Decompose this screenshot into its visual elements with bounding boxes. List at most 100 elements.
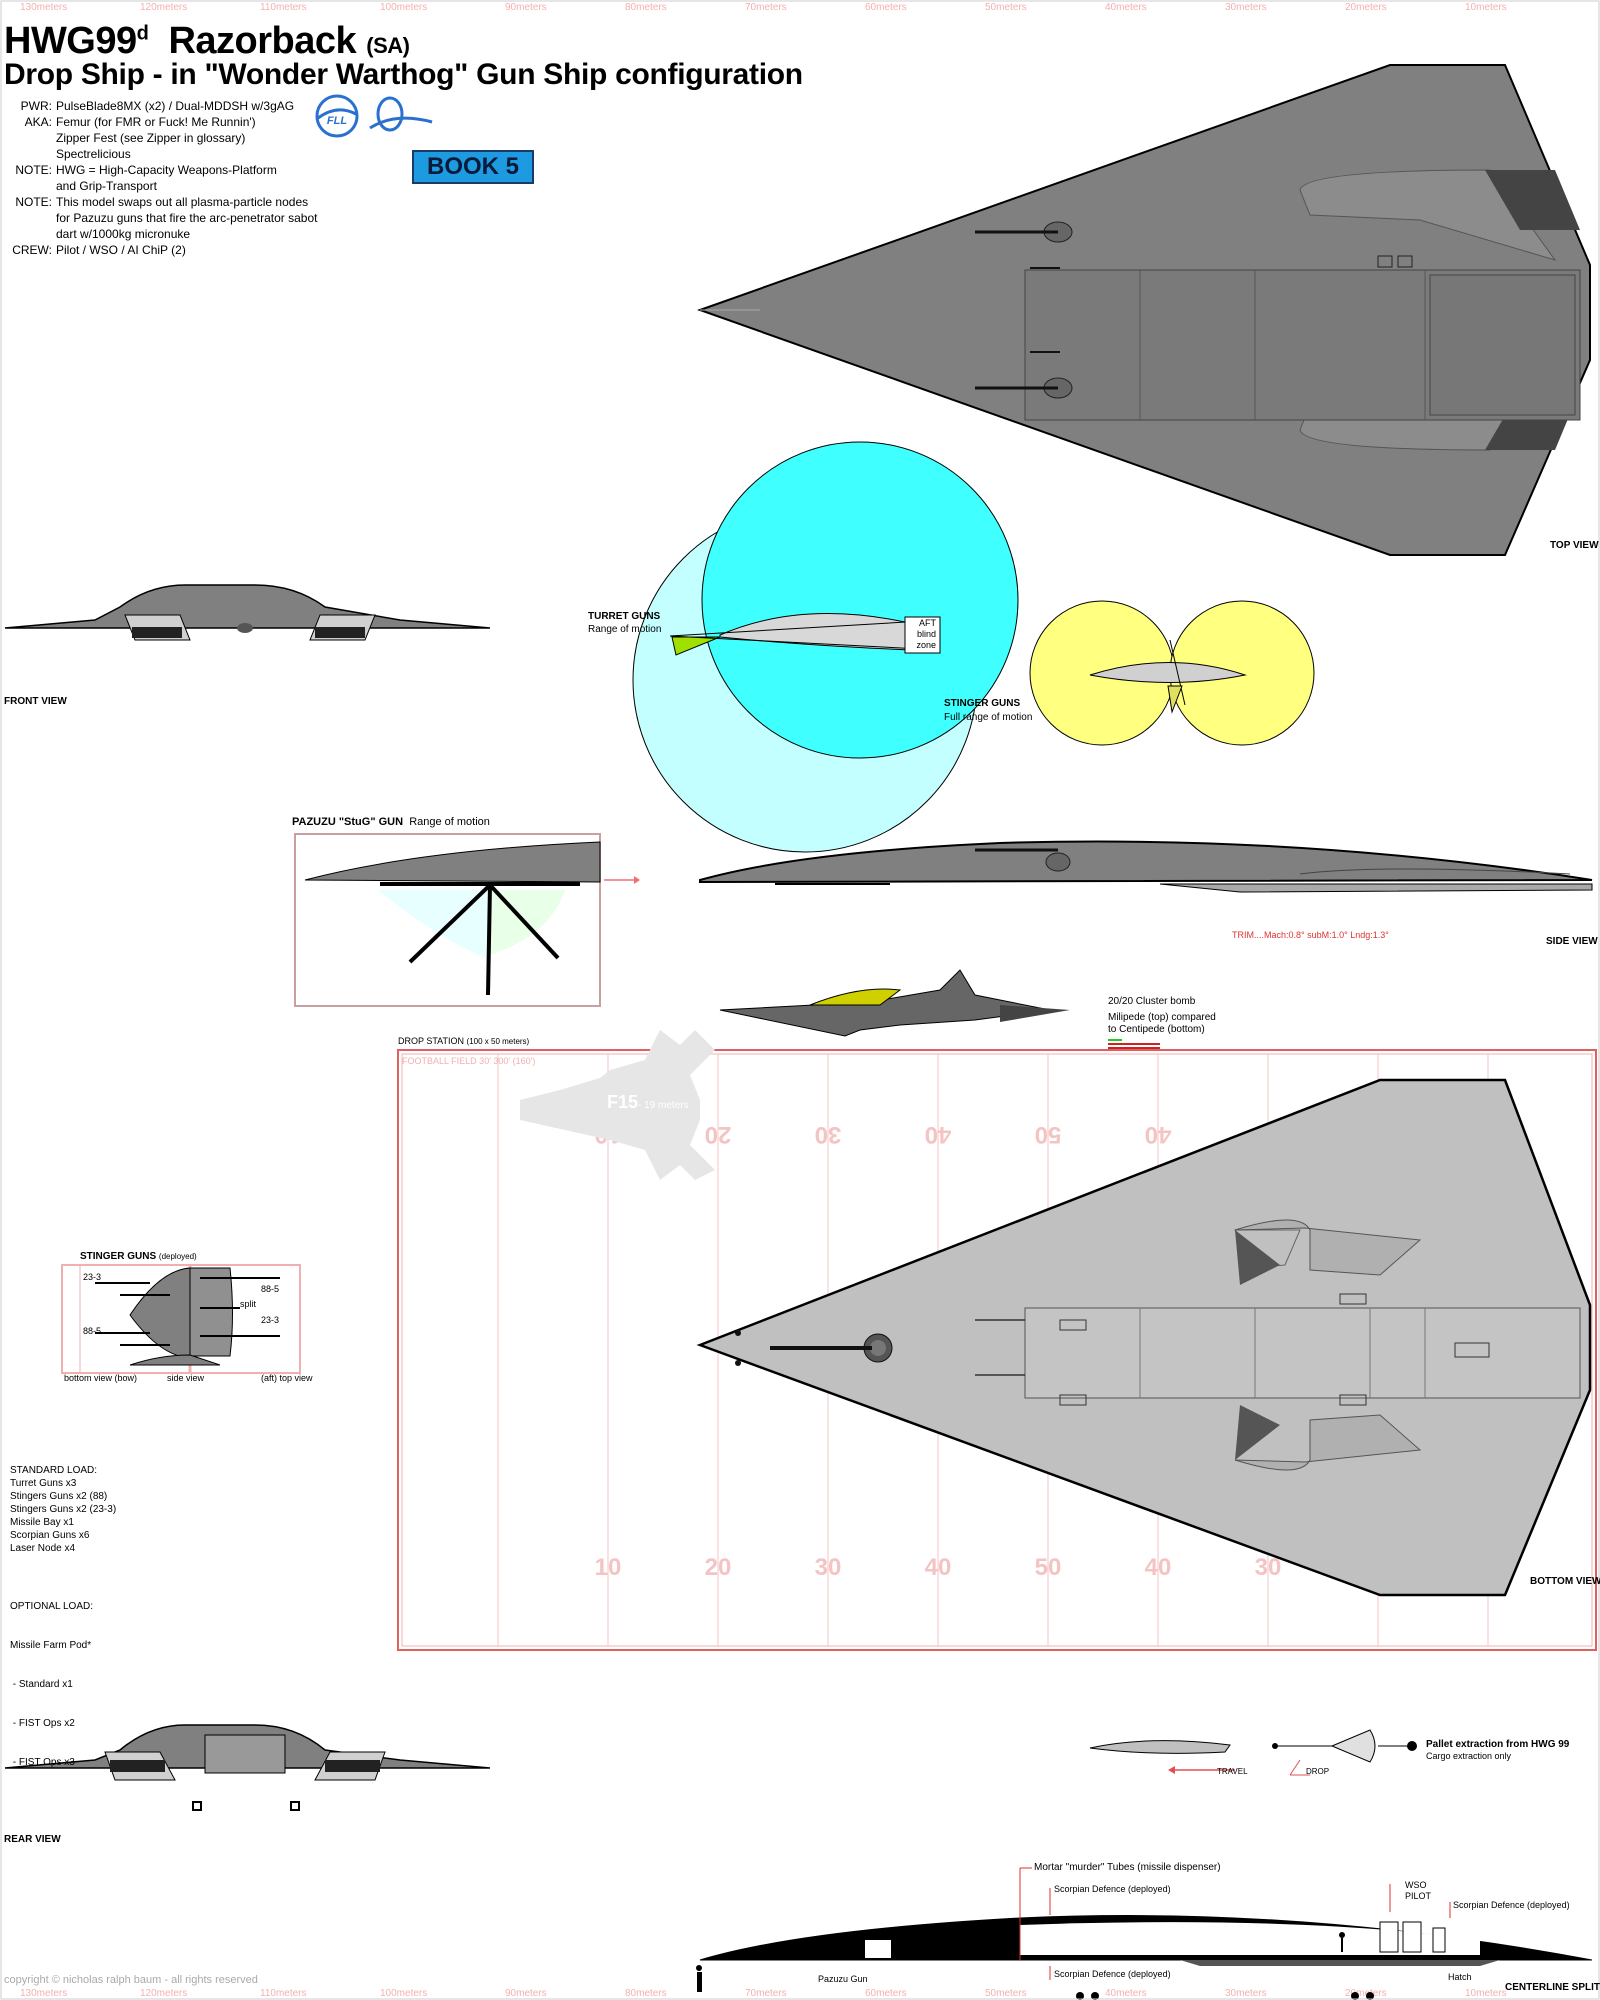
spec-row: NOTE:HWG = High-Capacity Weapons-Platfor… <box>4 162 364 194</box>
aft-blind-zone-label: AFT blind zone <box>916 618 936 651</box>
optional-load-list: OPTIONAL LOAD: Missile Farm Pod* - Stand… <box>10 1574 93 1782</box>
ruler-mark: 20meters <box>1345 1988 1387 1999</box>
spec-key: AKA: <box>24 115 52 129</box>
yard-number: 40 <box>1145 1121 1172 1148</box>
pallet-sub: Cargo extraction only <box>1426 1751 1512 1761</box>
spec-key: NOTE: <box>15 195 52 209</box>
spec-row: NOTE: This model swaps out all plasma-par… <box>4 194 364 242</box>
stinger-caption: (aft) top view <box>261 1373 313 1383</box>
ruler-mark: 130meters <box>20 1988 67 1999</box>
stinger-deployed-title: STINGER GUNS <box>80 1251 157 1262</box>
ruler-top: 130meters 120meters 110meters 100meters … <box>20 2 1507 13</box>
pazuzu-title: PAZUZU "StuG" GUN <box>292 816 404 828</box>
title-name: Razorback <box>168 20 357 62</box>
stinger-tag: 23-3 <box>83 1272 102 1282</box>
yard-number: 50 <box>1035 1554 1062 1581</box>
pallet-title: Pallet extraction from HWG 99 <box>1426 1739 1570 1750</box>
spec-key: CREW: <box>12 243 52 257</box>
yard-number: 20 <box>705 1121 732 1148</box>
yard-number: 30 <box>815 1121 842 1148</box>
ruler-mark: 50meters <box>985 1988 1027 1999</box>
yard-number: 40 <box>1145 1554 1172 1581</box>
svg-text:FLL: FLL <box>327 115 347 127</box>
ruler-mark: 130meters <box>20 2 67 13</box>
ruler-bottom: 130meters 120meters 110meters 100meters … <box>20 1988 1507 1999</box>
title-superscript: d <box>136 22 149 45</box>
yard-number: 10 <box>595 1554 622 1581</box>
scorpian-defence-label: Scorpian Defence (deployed) <box>1054 1884 1171 1894</box>
f15-length: - 19 meters <box>638 1100 689 1111</box>
ruler-mark: 90meters <box>505 2 547 13</box>
ruler-mark: 40meters <box>1105 1988 1147 1999</box>
stinger-tag: 23-3 <box>261 1315 280 1325</box>
load-item: Missile Bay x1 <box>10 1517 74 1528</box>
aft-word: AFT <box>919 618 936 628</box>
ruler-mark: 100meters <box>380 2 427 13</box>
load-item: Stingers Guns x2 (88) <box>10 1491 108 1502</box>
zone-word: zone <box>916 640 936 650</box>
hatch-label: Hatch <box>1448 1972 1472 1982</box>
ruler-mark: 10meters <box>1465 2 1507 13</box>
stinger-tag: split <box>240 1299 257 1309</box>
ruler-mark: 110meters <box>260 2 307 13</box>
pazuzu-label: PAZUZU "StuG" GUN Range of motion <box>292 816 490 829</box>
stinger-deployed-label: STINGER GUNS (deployed) <box>80 1251 197 1263</box>
cluster-bomb-note: 20/20 Cluster bomb Milipede (top) compar… <box>1108 996 1216 1036</box>
yard-number: 50 <box>1035 1121 1062 1148</box>
centerline-view-label: CENTERLINE SPLIT <box>1505 1982 1600 1993</box>
cluster-bomb-drawing <box>719 969 1160 1049</box>
pallet-extraction-diagram <box>1089 1729 1417 1776</box>
ruler-mark: 100meters <box>380 1988 427 1999</box>
standard-load-list: STANDARD LOAD: Turret Guns x3 Stingers G… <box>10 1464 116 1555</box>
spec-row: AKA:Femur (for FMR or Fuck! Me Runnin') … <box>4 114 364 162</box>
pazuzu-gun-label: Pazuzu Gun <box>818 1974 868 1984</box>
stinger-caption: bottom view (bow) <box>64 1373 138 1383</box>
load-item: Scorpian Guns x6 <box>10 1530 90 1541</box>
stinger-guns-label: STINGER GUNS <box>944 698 1021 709</box>
centerline-split-view <box>696 1867 1593 2000</box>
spec-value: Pilot / WSO / AI ChiP (2) <box>56 243 186 257</box>
travel-label: TRAVEL <box>1217 1767 1248 1776</box>
ruler-mark: 110meters <box>260 1988 307 1999</box>
blind-word: blind <box>916 629 936 639</box>
pilot-label: PILOT <box>1405 1891 1432 1901</box>
stinger-range-diagram <box>1029 600 1315 746</box>
drop-station-size: (100 x 50 meters) <box>466 1037 530 1046</box>
ruler-mark: 60meters <box>865 1988 907 1999</box>
stinger-guns-sub: Full range of motion <box>944 712 1033 723</box>
load-item: - Standard x1 <box>10 1679 73 1690</box>
stinger-deployed-diagram <box>61 1264 301 1374</box>
yard-number: 40 <box>925 1121 952 1148</box>
ruler-mark: 30meters <box>1225 1988 1267 1999</box>
spec-value: PulseBlade8MX (x2) / Dual-MDDSH w/3gAG <box>56 99 295 113</box>
page-title: HWG99d Razorback (SA) <box>4 20 410 64</box>
ruler-mark: 90meters <box>505 1988 547 1999</box>
yard-number: 30 <box>1255 1554 1282 1581</box>
ruler-mark: 50meters <box>985 2 1027 13</box>
optional-load-title: OPTIONAL LOAD: <box>10 1601 93 1612</box>
ruler-mark: 60meters <box>865 2 907 13</box>
front-view-label: FRONT VIEW <box>4 696 67 707</box>
title-suffix: (SA) <box>366 33 410 58</box>
bottom-view <box>696 1078 1592 1597</box>
boeing-style-logo <box>369 96 433 132</box>
football-field-label: FOOTBALL FIELD 30' 300' (160') <box>402 1056 536 1066</box>
turret-guns-label: TURRET GUNS <box>588 611 661 622</box>
yard-number: 20 <box>705 1554 732 1581</box>
ruler-mark: 120meters <box>140 1988 187 1999</box>
cluster-line-3: to Centipede (bottom) <box>1108 1024 1205 1035</box>
spec-value: This model swaps out all plasma-particle… <box>56 195 318 241</box>
side-view-label: SIDE VIEW <box>1546 936 1598 947</box>
book-badge: BOOK 5 <box>412 150 534 184</box>
stinger-tag: 88-5 <box>261 1284 280 1294</box>
drop-station-label: DROP STATION (100 x 50 meters) <box>398 1036 529 1046</box>
spec-key: NOTE: <box>15 163 52 177</box>
stinger-caption: side view <box>167 1373 205 1383</box>
spec-list: PWR:PulseBlade8MX (x2) / Dual-MDDSH w/3g… <box>4 98 364 258</box>
pazuzu-sub: Range of motion <box>409 816 490 828</box>
ruler-mark: 70meters <box>745 2 787 13</box>
load-item: Missile Farm Pod* <box>10 1640 92 1651</box>
title-code: HWG99 <box>4 20 137 62</box>
turret-range-diagram <box>632 441 1019 853</box>
